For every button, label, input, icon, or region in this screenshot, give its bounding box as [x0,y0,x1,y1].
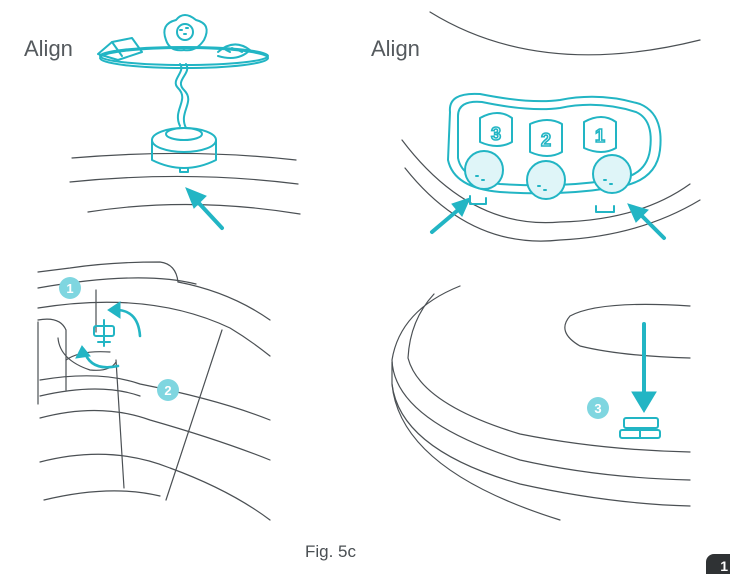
tray-inner-edge [407,293,691,453]
tray-outline [37,261,179,283]
spinner-flower-dots [179,27,189,35]
key-shape-1 [583,116,617,153]
step-badge-3 [587,397,609,419]
key-toy-button [526,160,566,200]
panel-spinner-toy [69,14,301,230]
key-shape-2 [529,119,563,157]
tray-outline [39,409,271,461]
button-dots [603,179,613,185]
align-arrow-shaft [638,212,666,240]
tray-rib [115,359,125,489]
toy-spring-stem-inner [174,63,184,127]
tray-outer-edge [391,285,691,481]
button-dots [475,175,485,181]
step-number-1: 1 [66,281,73,296]
spinner-flower [163,14,208,52]
tray-rib [165,329,223,501]
spinner-ornament-left [97,37,143,61]
cup-opening [564,303,691,359]
align-arrow-icon [185,187,207,209]
toy-base-notch [179,167,189,173]
tray-rim-line [404,167,701,242]
spinner-disc-top [99,46,269,66]
tray-outline [39,375,271,421]
key-toy-body [447,92,662,195]
spinner-ornament-dots [225,47,243,53]
panel-key-toy: 3 2 1 [401,11,701,242]
step-number-3: 3 [594,401,601,416]
tray-side [391,361,691,507]
figure-caption: Fig. 5c [305,542,357,561]
latch-top [623,417,659,429]
step-number-2: 2 [164,383,171,398]
page-number-tab: 1 [706,554,730,574]
align-arrow-shaft [430,208,460,234]
align-arrow-shaft [194,198,224,230]
key-toy-button [592,154,632,194]
key-digit-1: 1 [595,126,605,146]
tray-outline [177,281,271,321]
toy-base-cap [165,127,203,141]
align-label-right: Align [371,36,420,61]
step-badge-1 [59,277,81,299]
tray-rim-line [69,175,299,185]
button-dots [537,185,547,191]
spinner-flower-center [176,23,194,41]
tray-rim-line [87,203,301,215]
tray-outline [37,318,67,391]
toy-spring-stem [179,63,190,129]
rotate-arrow-icon [107,301,121,319]
tray-outline [39,453,271,521]
panel-latch-rotate: 1 2 [37,261,271,521]
toy-base-body [151,139,217,169]
tray-rim-line [401,139,691,224]
key-toy-clip [595,205,615,213]
step-badge-2 [157,379,179,401]
latch-post [97,319,111,347]
tray-outline [43,490,161,501]
key-shape-3 [479,112,513,147]
key-digit-3: 3 [491,124,501,144]
spinner-ornament-left-facet [111,41,123,57]
align-label-left: Align [24,36,73,61]
align-arrow-icon [451,197,471,217]
tray-rim-line [71,152,297,161]
tray-outline [37,301,271,357]
panel-latch-push: 3 [391,285,691,521]
rotate-arrow-icon [75,345,91,359]
tray-bottom [391,383,561,521]
push-arrow-icon [631,391,657,413]
tray-outline [39,388,141,397]
key-toy-body-inner [457,100,652,187]
seat-edge-line [429,11,701,56]
align-arrow-icon [627,203,649,223]
key-toy-button [464,150,504,190]
key-digit-2: 2 [541,130,551,150]
spinner-ornament-right [217,43,251,59]
key-toy-clip [469,195,487,205]
